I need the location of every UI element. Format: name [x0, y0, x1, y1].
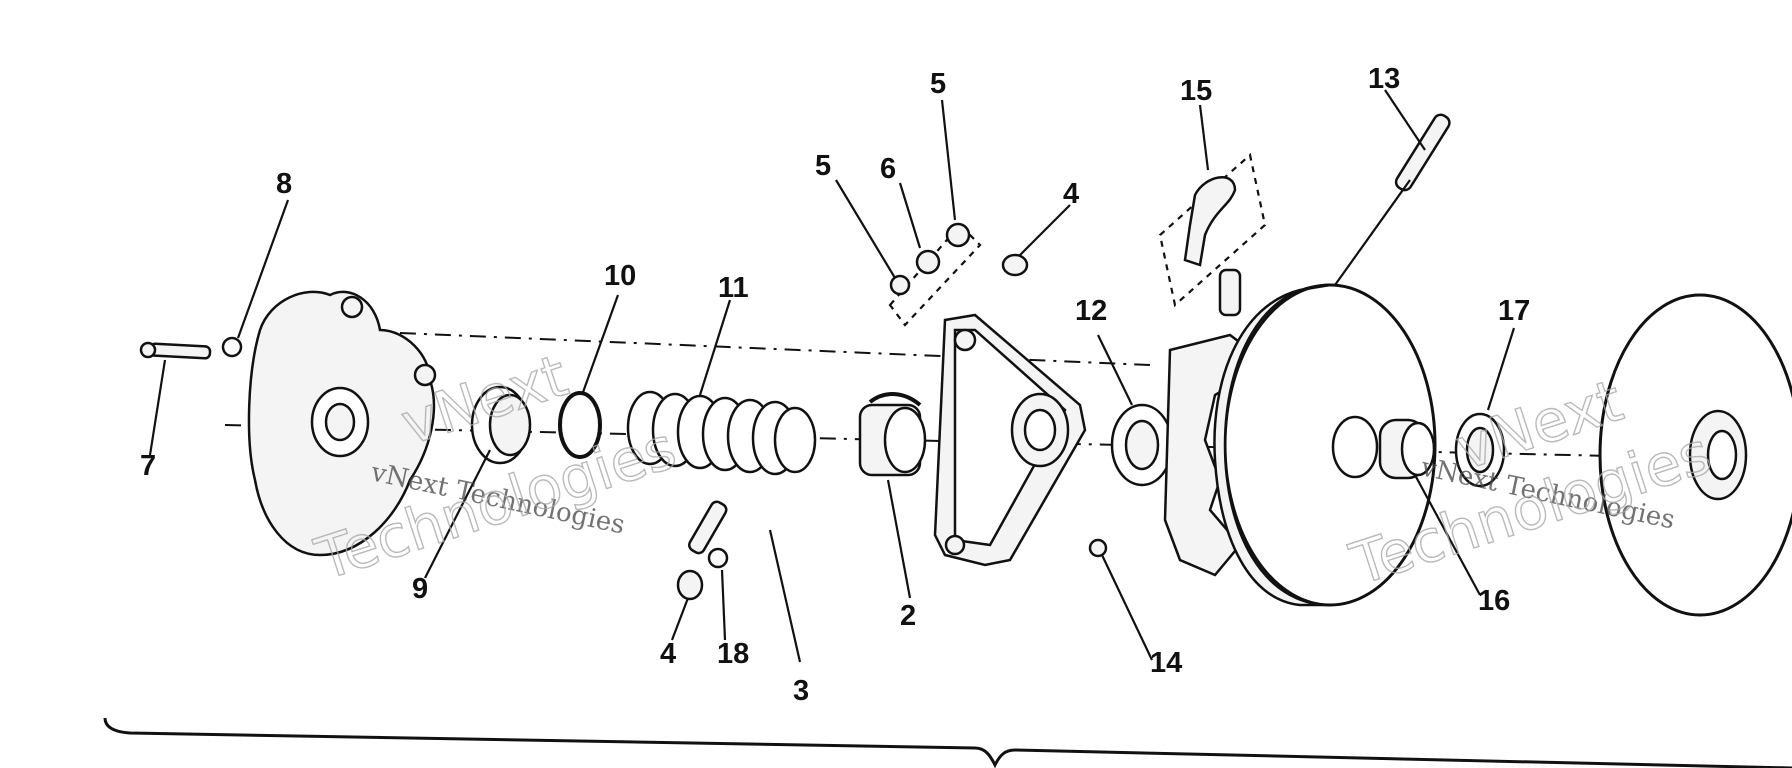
callout-18: 18 — [717, 638, 749, 670]
callout-7: 7 — [140, 450, 156, 482]
part-spring — [626, 390, 817, 476]
callout-6: 6 — [880, 153, 896, 185]
callout-14: 14 — [1150, 647, 1182, 679]
part-movable-sheave — [1598, 293, 1792, 617]
part-bracket-clip — [1158, 152, 1267, 317]
callout-labels: 8 7 9 10 11 2 3 18 4 5 6 5 4 12 14 15 13… — [140, 63, 1530, 707]
callout-5-right: 5 — [930, 68, 946, 100]
callout-5-left: 5 — [815, 150, 831, 182]
part-roll-pin — [1394, 113, 1451, 192]
part-roller-lower — [676, 569, 704, 601]
part-cam-bushing — [1331, 415, 1436, 480]
callout-10: 10 — [604, 260, 636, 292]
callout-17: 17 — [1498, 295, 1530, 327]
part-threaded-collar — [858, 392, 927, 477]
part-roller-set — [888, 222, 1029, 327]
part-bushing — [470, 385, 532, 465]
part-washer — [1110, 403, 1174, 487]
callout-4-upper: 4 — [1063, 178, 1079, 210]
callout-12: 12 — [1075, 295, 1107, 327]
callout-9: 9 — [412, 573, 428, 605]
part-spacer-washer — [1454, 412, 1506, 488]
part-spider-arm — [933, 313, 1087, 567]
part-snap-ring — [558, 391, 602, 459]
callout-3: 3 — [793, 675, 809, 707]
part-fixed-sheave — [1213, 283, 1437, 607]
part-roller-pin — [688, 500, 728, 555]
part-pin — [139, 341, 212, 360]
callout-8: 8 — [276, 168, 292, 200]
callout-16: 16 — [1478, 585, 1510, 617]
callout-2: 2 — [900, 600, 916, 632]
assembly-brace — [103, 717, 1792, 768]
part-set-screw — [1088, 538, 1108, 558]
callout-15: 15 — [1180, 75, 1212, 107]
callout-11: 11 — [718, 272, 749, 304]
callout-13: 13 — [1368, 63, 1400, 95]
part-small-washer — [221, 336, 243, 358]
part-small-ring — [707, 547, 729, 569]
leader-lines — [148, 89, 1516, 663]
part-housing-cover — [247, 290, 437, 557]
callout-4-lower: 4 — [660, 638, 676, 670]
